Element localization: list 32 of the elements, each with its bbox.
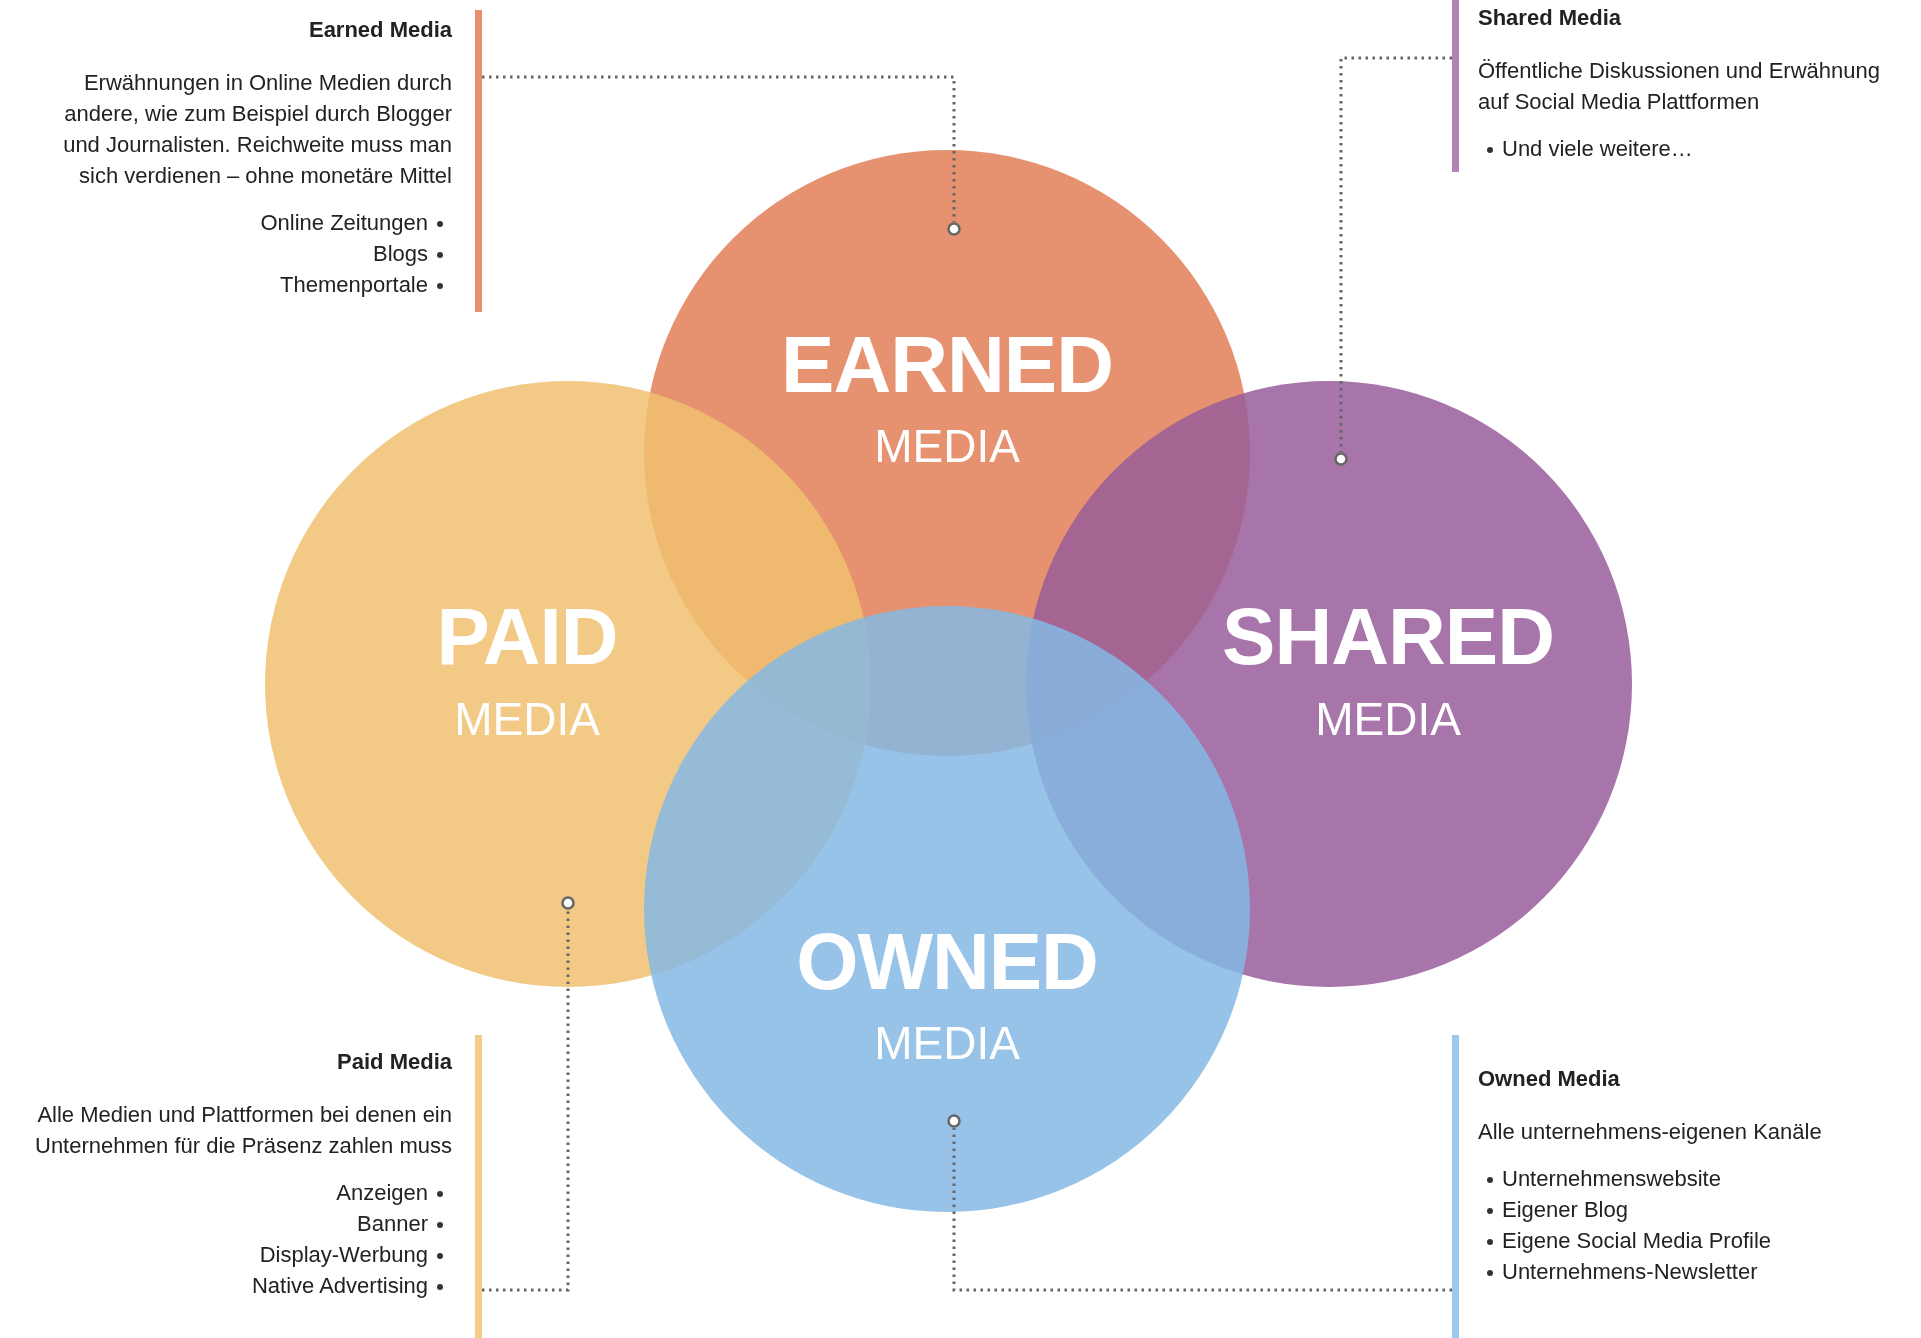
list-item: Unternehmenswebsite	[1502, 1166, 1721, 1191]
callout-text: Alle Medien und Plattformen bei denen ein Unternehmen für die Präsenz zahlen muss	[34, 1101, 452, 1160]
list-item: Blogs	[372, 241, 428, 266]
circle-subtitle: MEDIA	[874, 423, 1020, 469]
circle-title: EARNED	[781, 325, 1113, 405]
list-item: Native Advertising	[251, 1273, 428, 1298]
circle-subtitle: MEDIA	[454, 696, 600, 742]
callout-text: Alle unternehmens-eigenen Kanäle	[1478, 1118, 1822, 1146]
callout-text: Öffentliche Diskussionen und Erwähnung auf Social Media Plattformen	[1478, 57, 1881, 116]
circle-subtitle: MEDIA	[874, 1020, 1020, 1066]
list-item: Eigener Blog	[1502, 1197, 1628, 1222]
circle-title: SHARED	[1222, 597, 1554, 677]
list-item: Unternehmens-Newsletter	[1502, 1259, 1758, 1284]
list-item: Online Zeitungen	[260, 210, 428, 235]
list-item: Anzeigen	[336, 1180, 428, 1205]
leader-line	[482, 75, 956, 222]
list-item: Und viele weitere…	[1502, 136, 1693, 161]
callout-heading: Owned Media	[1478, 1065, 1620, 1093]
callout-text: Erwähnungen in Online Medien durch andere, wie zum Beispiel durch Blogger und Journalisten. Reichweite muss man sich verdienen – ohne monetäre Mittel	[62, 69, 452, 190]
list-item: Themenportale	[280, 272, 428, 297]
leader-line	[482, 910, 570, 1292]
callout-heading: Paid Media	[337, 1048, 452, 1076]
callout-heading: Shared Media	[1478, 4, 1622, 32]
leader-line	[952, 1128, 1452, 1292]
circle-title: OWNED	[796, 922, 1098, 1002]
leader-line	[1339, 56, 1452, 452]
circle-subtitle: MEDIA	[1315, 696, 1461, 742]
circle-title: PAID	[436, 597, 618, 677]
list-item: Banner	[357, 1211, 428, 1236]
callout-heading: Earned Media	[308, 16, 452, 44]
list-item: Display-Werbung	[259, 1242, 428, 1267]
list-item: Eigene Social Media Profile	[1502, 1228, 1772, 1253]
